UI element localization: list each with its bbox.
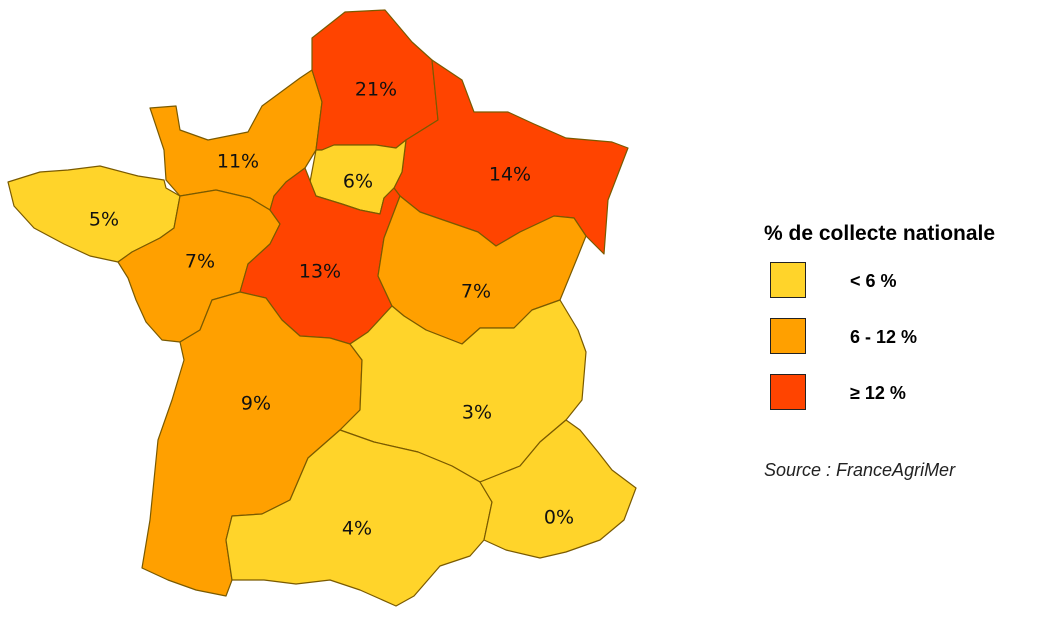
source-note: Source : FranceAgriMer [764, 460, 956, 480]
legend-label-high: ≥ 12 % [850, 383, 906, 403]
region-label-bretagne: 5% [89, 209, 119, 231]
region-label-paca: 0% [544, 507, 574, 529]
region-label-rhone-alpes-auvergne: 3% [462, 402, 492, 424]
legend-label-mid: 6 - 12 % [850, 327, 918, 347]
region-label-midi-pyrenees-languedoc: 4% [342, 518, 372, 540]
region-label-est: 14% [489, 164, 531, 186]
legend-item-high: ≥ 12 % [770, 374, 1054, 412]
legend-item-low: < 6 % [770, 262, 1054, 300]
region-label-pays-de-la-loire: 7% [185, 251, 215, 273]
legend-item-mid: 6 - 12 % [770, 318, 1054, 356]
region-label-ile-de-france: 6% [343, 171, 373, 193]
region-label-nord-picardie: 21% [355, 79, 397, 101]
legend-swatch-low [770, 262, 806, 298]
legend-swatch-high [770, 374, 806, 410]
region-paca [479, 419, 637, 559]
map-legend: % de collecte nationale < 6 % 6 - 12 % ≥… [764, 222, 1054, 430]
france-region-map: 21% 14% 13% 11% 9% 7% 7% 6% 5% 4% 3% 0% [7, 9, 637, 607]
region-label-aquitaine-poitou: 9% [241, 393, 271, 415]
legend-swatch-mid [770, 318, 806, 354]
legend-title: % de collecte nationale [764, 222, 996, 245]
legend-label-low: < 6 % [850, 271, 897, 291]
region-label-centre: 13% [299, 261, 341, 283]
region-midi-pyrenees-languedoc [225, 429, 493, 607]
region-label-bourgogne-franche-comte: 7% [461, 281, 491, 303]
region-label-normandie: 11% [217, 151, 259, 173]
